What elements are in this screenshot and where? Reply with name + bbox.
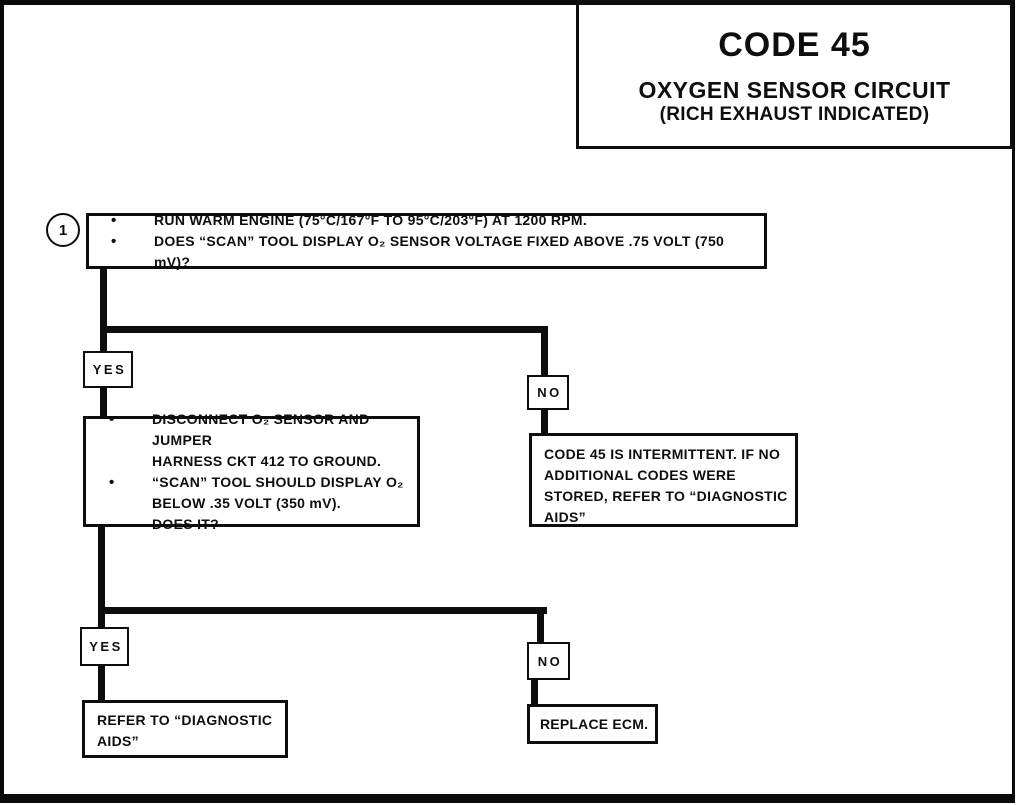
result-box-code45-intermittent: CODE 45 IS INTERMITTENT. IF NO ADDITIONA…	[529, 433, 798, 527]
title-box: CODE 45 OXYGEN SENSOR CIRCUIT (RICH EXHA…	[576, 0, 1013, 149]
disconnect-bullet-2: • “SCAN” TOOL SHOULD DISPLAY O₂ BELOW .3…	[102, 472, 417, 535]
step-1-number: 1	[58, 221, 68, 239]
connector-branch1-no-down	[541, 326, 548, 375]
question-bullet-1: • RUN WARM ENGINE (75°C/167°F TO 95°C/20…	[104, 210, 764, 231]
step-1-marker: 1	[46, 213, 80, 247]
bullet-icon: •	[109, 410, 115, 428]
connector-yes1-down	[100, 388, 107, 416]
page-subtitle-2: (RICH EXHAUST INDICATED)	[659, 103, 930, 125]
connector-branch1-horizontal	[100, 326, 548, 333]
question-box-run-engine: • RUN WARM ENGINE (75°C/167°F TO 95°C/20…	[86, 210, 767, 270]
branch1-yes-label-box: YES	[83, 351, 133, 388]
no-label: NO	[537, 653, 563, 669]
page-subtitle: OXYGEN SENSOR CIRCUIT	[638, 76, 951, 103]
yes-label: YES	[89, 639, 123, 654]
disconnect-bullet-1: • DISCONNECT O₂ SENSOR AND JUMPER HARNES…	[102, 409, 417, 472]
refer-text: REFER TO “DIAGNOSTIC AIDS”	[97, 712, 273, 749]
question-bullet-2: • DOES “SCAN” TOOL DISPLAY O₂ SENSOR VOL…	[104, 231, 764, 273]
replace-text: REPLACE ECM.	[540, 715, 649, 732]
branch2-no-label-box: NO	[527, 642, 570, 680]
connector-yes2-down	[98, 666, 105, 700]
branch1-no-label-box: NO	[527, 375, 569, 410]
bullet-icon: •	[109, 473, 115, 491]
result-box-refer-diagnostic-aids: REFER TO “DIAGNOSTIC AIDS”	[82, 700, 288, 758]
question-text-2: DOES “SCAN” TOOL DISPLAY O₂ SENSOR VOLTA…	[154, 232, 725, 270]
question-text-1: RUN WARM ENGINE (75°C/167°F TO 95°C/203°…	[154, 211, 588, 228]
no-label: NO	[537, 385, 562, 400]
branch2-yes-label-box: YES	[80, 627, 129, 666]
disconnect-text-1: DISCONNECT O₂ SENSOR AND JUMPER HARNESS …	[152, 410, 382, 469]
connector-step1-down	[100, 267, 107, 351]
bullet-icon: •	[111, 232, 117, 250]
connector-no2-down	[531, 680, 538, 704]
connector-branch2-horizontal	[98, 607, 547, 614]
connector-no1-down	[541, 410, 548, 433]
bullet-icon: •	[111, 211, 117, 229]
intermittent-text: CODE 45 IS INTERMITTENT. IF NO ADDITIONA…	[544, 446, 788, 525]
yes-label: YES	[92, 362, 127, 377]
result-box-replace-ecm: REPLACE ECM.	[527, 704, 658, 744]
page-title: CODE 45	[718, 25, 871, 64]
connector-disconnect-down	[98, 527, 105, 627]
connector-branch2-no-down	[537, 607, 544, 642]
action-box-disconnect-sensor: • DISCONNECT O₂ SENSOR AND JUMPER HARNES…	[83, 411, 420, 532]
disconnect-text-2: “SCAN” TOOL SHOULD DISPLAY O₂ BELOW .35 …	[152, 473, 404, 532]
